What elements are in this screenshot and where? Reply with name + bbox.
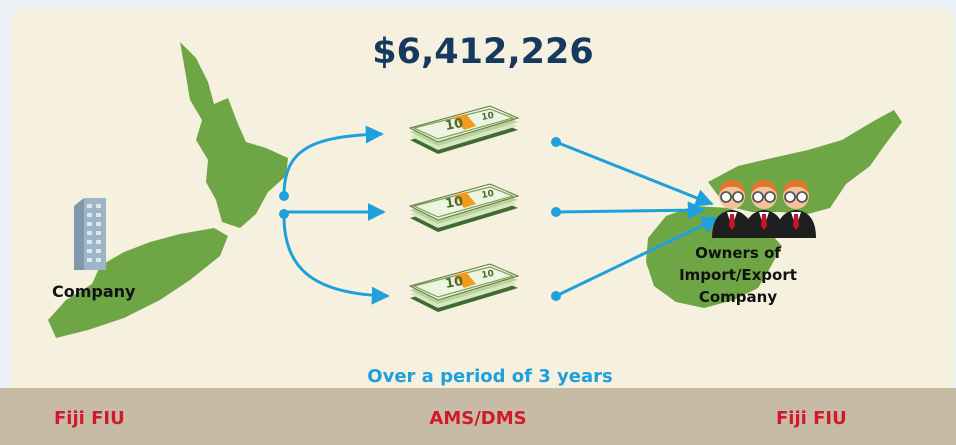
footer-bar: Fiji FIU AMS/DMS Fiji FIU xyxy=(0,388,956,445)
owners-label: Owners of Import/Export Company xyxy=(668,242,808,308)
arrow-bottom-to-owners xyxy=(555,216,720,298)
footer-source-center: AMS/DMS xyxy=(429,408,527,429)
arrow-top-to-owners xyxy=(555,140,714,207)
footer-source-right: Fiji FIU xyxy=(776,408,847,429)
arrow-start-dot xyxy=(551,137,561,147)
banknote-stack-icon xyxy=(409,105,519,155)
map-new-zealand-south-island xyxy=(48,228,228,338)
map-new-zealand-north-island xyxy=(180,42,288,228)
banknote-stack-icon xyxy=(409,183,519,233)
footer-source-left: Fiji FIU xyxy=(54,408,125,429)
arrow-start-dot xyxy=(551,207,561,217)
owners-label-line: Import/Export xyxy=(679,266,797,284)
banknote-stack-icon xyxy=(409,263,519,313)
period-label: Over a period of 3 years xyxy=(367,366,613,387)
arrow-origin-dot xyxy=(279,191,289,201)
transfer-amount: $6,412,226 xyxy=(372,32,594,72)
arrow-to-top-note xyxy=(282,125,384,197)
company-label: Company xyxy=(52,282,136,301)
arrow-origin-dot xyxy=(279,209,289,219)
owners-label-line: Owners of xyxy=(695,244,781,262)
arrow-to-bottom-note xyxy=(282,215,390,305)
arrow-middle-to-owners xyxy=(555,201,706,220)
owners-label-line: Company xyxy=(698,288,778,306)
arrow-start-dot xyxy=(551,291,561,301)
building-icon xyxy=(74,198,106,270)
